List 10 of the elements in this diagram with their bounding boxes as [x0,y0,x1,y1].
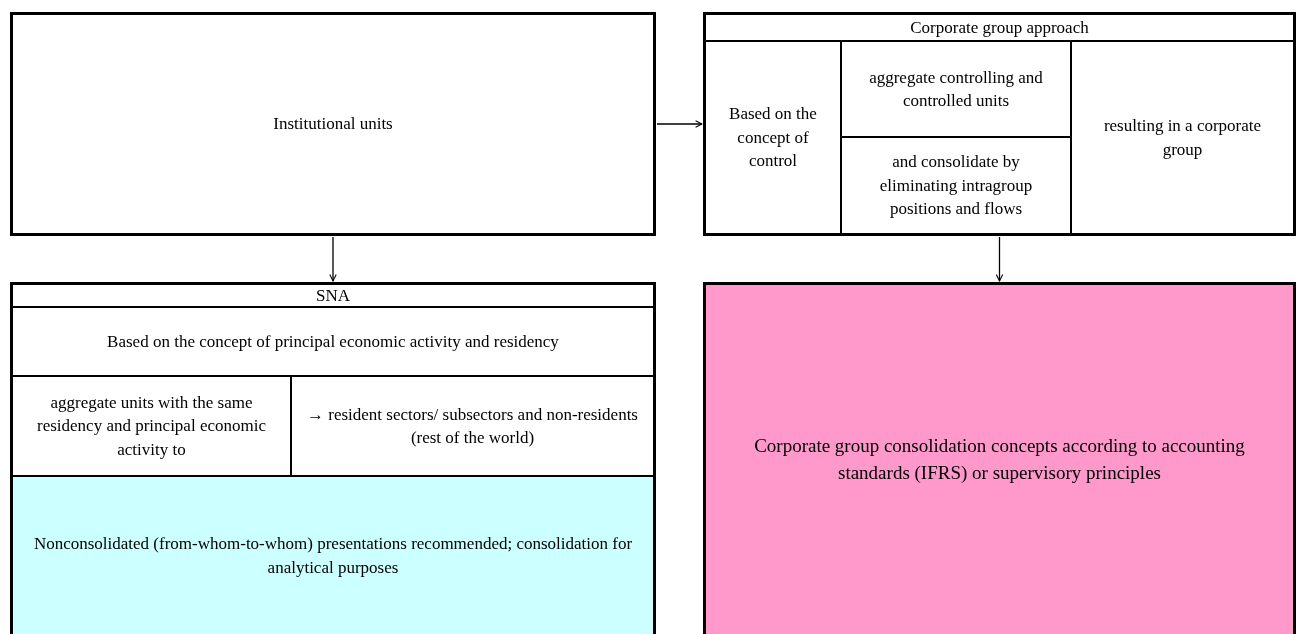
sna-table [10,282,656,634]
arrow [656,120,703,128]
table-cell: → resident sectors/ subsectors and non-residents (rest of the world) [290,375,653,475]
arrow [995,236,1004,282]
approach-table [703,12,1296,236]
consolidation-box: Corporate group consolidation concepts according to accounting standards (IFRS) or supervisory principles [703,282,1296,634]
presentation-cell: Nonconsolidated (from-whom-to-whom) presentations recommended; consolidation for analytical purposes [13,475,653,634]
table-cell: and consolidate by eliminating intragroup positions and flows [840,136,1070,233]
unit-box: Institutional units [10,12,656,236]
arrow [329,236,337,282]
